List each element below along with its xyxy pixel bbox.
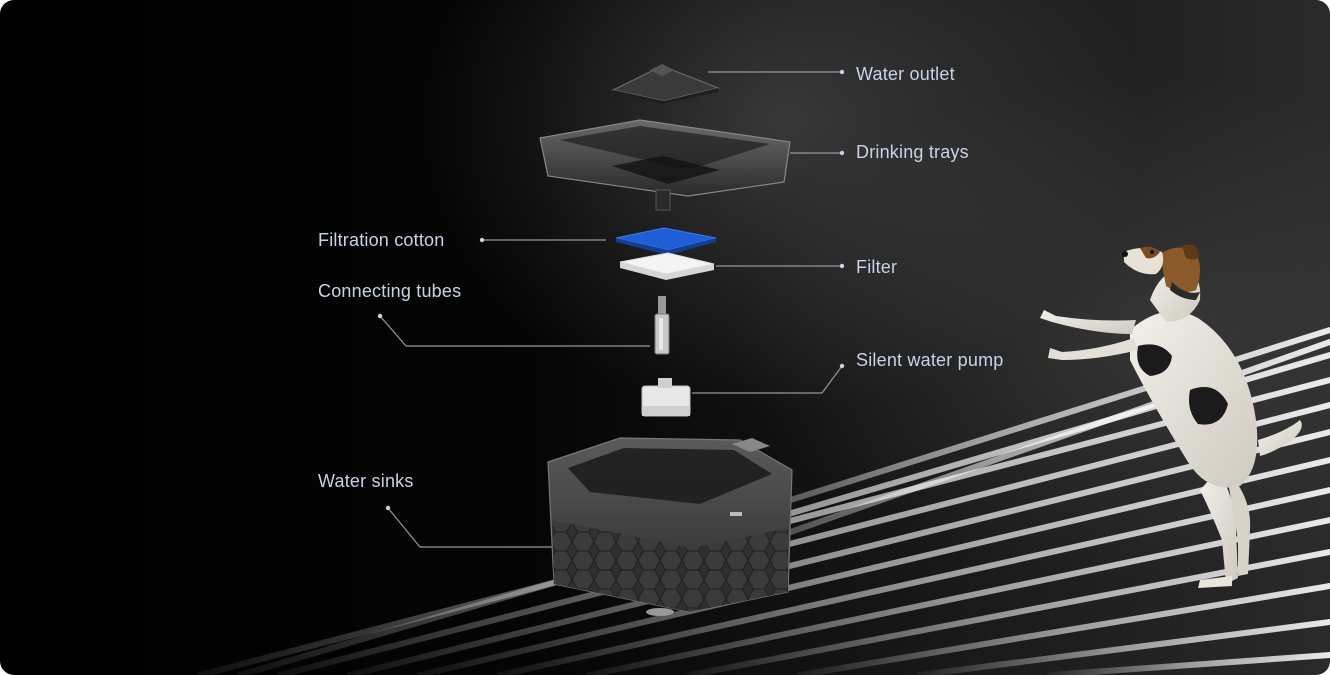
tube-icon <box>654 296 670 355</box>
blue-pad-icon <box>615 227 717 255</box>
label-water-sinks: Water sinks <box>318 471 414 491</box>
leader-dots <box>377 69 845 511</box>
label-water-outlet: Water outlet <box>856 64 955 84</box>
white-filter-icon <box>619 252 715 280</box>
label-silent-water-pump: Silent water pump <box>856 350 1004 370</box>
label-filtration-cotton: Filtration cotton <box>318 230 445 250</box>
label-filter: Filter <box>856 257 898 277</box>
cone-cap-icon <box>611 64 720 104</box>
jack-russell-dog-illustration <box>1040 244 1302 588</box>
label-drinking-trays: Drinking trays <box>856 142 969 162</box>
basin-icon <box>547 437 793 616</box>
leader-lines <box>379 71 843 548</box>
pump-icon <box>641 378 691 417</box>
label-connecting-tubes: Connecting tubes <box>318 281 462 301</box>
tray-icon <box>539 119 791 211</box>
